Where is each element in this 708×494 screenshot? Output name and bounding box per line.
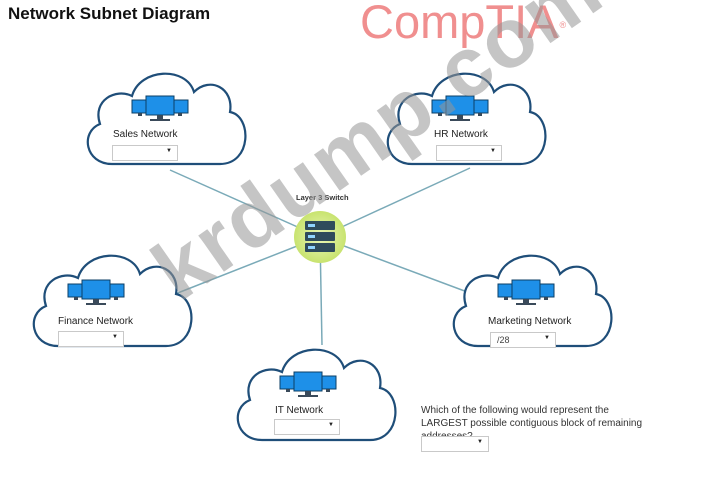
link-sales [169, 169, 321, 238]
dropdown-arrow-icon: ▼ [166, 148, 172, 154]
dropdown-arrow-icon: ▼ [328, 422, 334, 428]
link-hr [319, 167, 471, 238]
link-finance [164, 236, 321, 299]
layer3-switch-icon [294, 211, 346, 263]
dropdown-arrow-icon: ▼ [112, 334, 118, 340]
dropdown-arrow-icon: ▼ [490, 148, 496, 154]
hr-network-select[interactable]: ▼ [436, 145, 502, 161]
dropdown-arrow-icon: ▼ [544, 335, 550, 341]
hr-network-label: HR Network [434, 129, 488, 140]
largest-block-select[interactable]: ▼ [421, 436, 489, 452]
sales-network-select[interactable]: ▼ [112, 145, 178, 161]
link-marketing [319, 236, 479, 297]
it-network-label: IT Network [275, 405, 324, 416]
finance-network-select[interactable]: ▼ [58, 331, 124, 347]
it-network-select[interactable]: ▼ [274, 419, 340, 435]
marketing-network-label: Marketing Network [488, 316, 572, 327]
finance-network-label: Finance Network [58, 316, 134, 327]
sales-network-label: Sales Network [113, 129, 178, 140]
switch-label: Layer 3 Switch [296, 193, 349, 202]
marketing-network-select[interactable]: /28▼ [490, 332, 556, 348]
page-title: Network Subnet Diagram [8, 4, 211, 23]
dropdown-arrow-icon: ▼ [477, 439, 483, 445]
network-links [164, 167, 479, 346]
comptia-logo: CompTIA® [360, 0, 567, 48]
